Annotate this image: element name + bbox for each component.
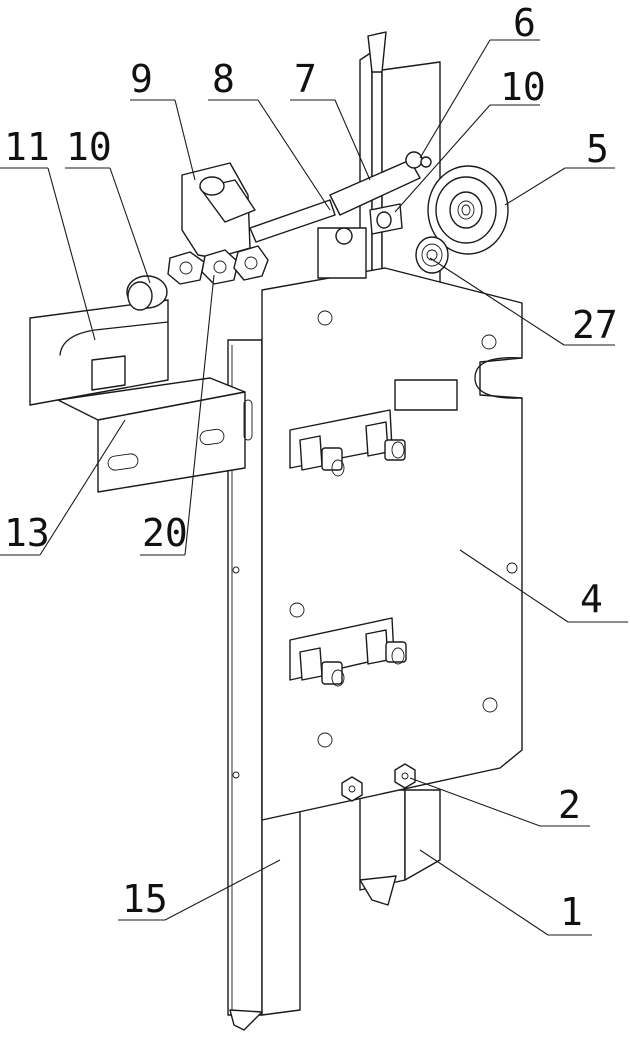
label-8: 8 <box>212 57 235 101</box>
bottom-nuts <box>341 763 416 802</box>
lever-7 <box>329 151 432 216</box>
lower-guide-rail <box>359 789 441 906</box>
lower-bolt-bar <box>289 617 407 687</box>
label-6: 6 <box>513 1 536 45</box>
label-15: 15 <box>122 877 168 921</box>
roller-5 <box>427 165 509 255</box>
link-8 <box>249 199 367 279</box>
label-7: 7 <box>294 57 317 101</box>
callout-lines <box>0 39 628 936</box>
label-27: 27 <box>572 303 618 347</box>
bracket-9 <box>181 162 256 259</box>
label-5: 5 <box>586 127 609 171</box>
label-11: 11 <box>4 125 50 169</box>
pin-10-right <box>369 203 403 235</box>
label-20: 20 <box>142 511 188 555</box>
label-9: 9 <box>130 57 153 101</box>
knob-10-left <box>126 275 168 311</box>
main-plate <box>261 267 523 821</box>
label-1: 1 <box>560 890 583 934</box>
label-10-right: 10 <box>500 65 546 109</box>
bearing-27 <box>415 236 449 274</box>
bracket-11 <box>29 299 169 406</box>
label-2: 2 <box>558 783 581 827</box>
label-13: 13 <box>4 511 50 555</box>
upper-bolt-bar <box>289 409 406 477</box>
bracket-13 <box>57 377 253 493</box>
label-4: 4 <box>580 577 603 621</box>
label-10-left: 10 <box>66 125 112 169</box>
nut-cluster <box>167 245 269 285</box>
